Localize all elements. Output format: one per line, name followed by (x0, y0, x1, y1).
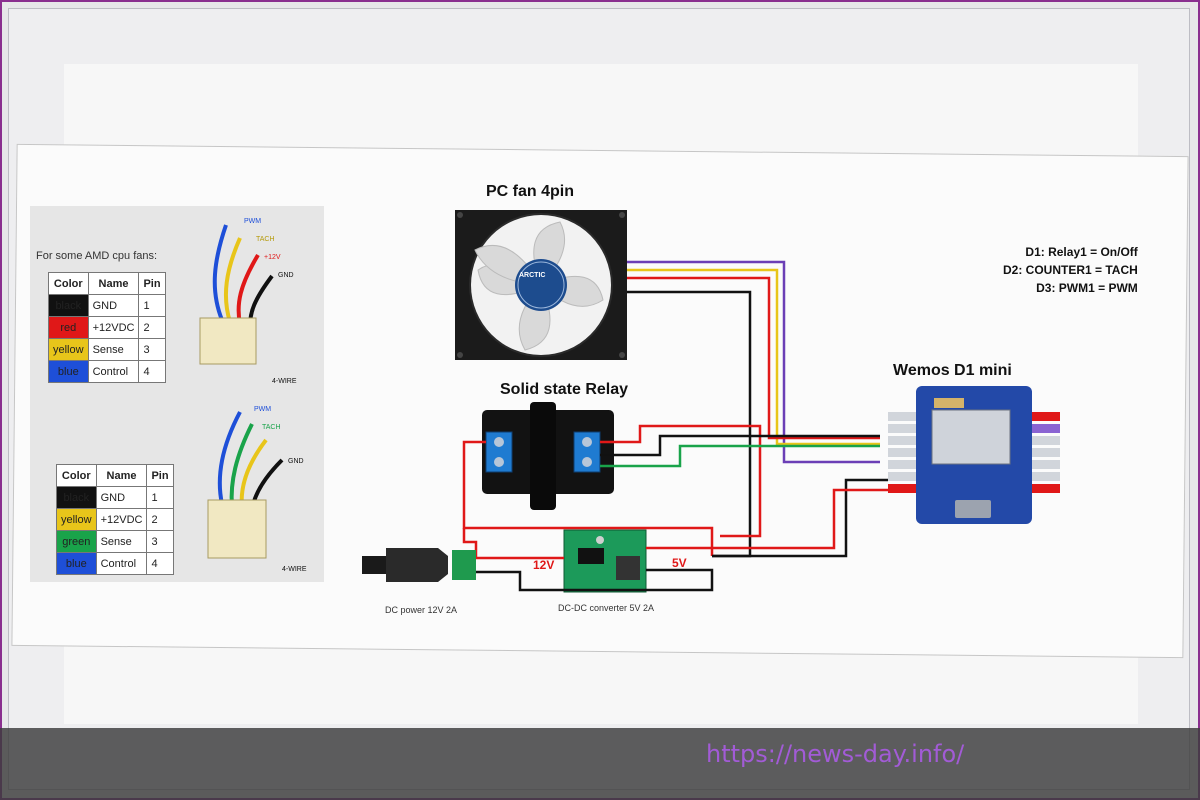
table-row: blue Control 4 (48, 360, 166, 383)
solid-state-relay (482, 402, 614, 510)
name-cell: Control (95, 552, 148, 575)
pin-table-bottom: Color Name Pin black GND 1 yellow +12VDC… (56, 464, 174, 575)
name-cell: +12VDC (95, 508, 148, 531)
wire2-pwm-label: PWM (254, 406, 272, 413)
pin-cell: 4 (138, 360, 166, 383)
pin-cell: 3 (138, 338, 166, 361)
wemos-title: Wemos D1 mini (893, 362, 1012, 379)
pin-cell: 2 (146, 508, 174, 531)
fan-connector-bottom (207, 411, 284, 559)
relay-title: Solid state Relay (500, 381, 629, 398)
fan-signal-wires (627, 260, 880, 558)
source-link[interactable]: https://news-day.info/ (706, 740, 965, 768)
pin-table-top: Color Name Pin black GND 1 red +12VDC 2 … (48, 272, 166, 383)
pin-cell: 1 (138, 294, 166, 317)
power-wires (462, 528, 714, 592)
color-cell: black (48, 294, 89, 317)
5v-label: 5V (672, 556, 687, 570)
wire-type-top: 4-WIRE (272, 378, 297, 385)
color-cell: blue (56, 552, 97, 575)
color-cell: black (56, 486, 97, 509)
legend-line-1: D1: Relay1 = On/Off (1025, 245, 1138, 259)
fan-hub (515, 259, 567, 311)
col-color: Color (48, 272, 89, 295)
wire-pwm-label: PWM (244, 218, 262, 225)
name-cell: GND (95, 486, 148, 509)
wire-gnd-label: GND (278, 272, 294, 279)
table-row: blue Control 4 (56, 552, 174, 575)
wire-tach-label: TACH (256, 236, 275, 243)
fan-connector-top (199, 224, 274, 365)
dc-power-jack (362, 548, 476, 582)
wemos-d1-mini (888, 386, 1060, 524)
name-cell: Control (87, 360, 140, 383)
wire2-gnd-label: GND (288, 458, 304, 465)
col-pin: Pin (138, 272, 166, 295)
name-cell: Sense (95, 530, 148, 553)
wemos-power-wires (712, 478, 888, 558)
12v-label: 12V (533, 558, 555, 572)
dc-power-label: DC power 12V 2A (385, 605, 458, 615)
legend-line-2: D2: COUNTER1 = TACH (1003, 263, 1138, 277)
color-cell: blue (48, 360, 89, 383)
table-row: red +12VDC 2 (48, 316, 166, 339)
pin-cell: 1 (146, 486, 174, 509)
amd-note: For some AMD cpu fans: (36, 250, 158, 262)
col-name: Name (95, 464, 148, 487)
pin-legend: D1: Relay1 = On/Off D2: COUNTER1 = TACH … (1003, 243, 1138, 297)
wire-12v-label: +12V (264, 254, 281, 261)
wire-type-bottom: 4-WIRE (282, 566, 307, 573)
col-color: Color (56, 464, 97, 487)
dc-dc-converter (563, 529, 647, 593)
col-name: Name (87, 272, 140, 295)
wire2-tach-label: TACH (262, 424, 281, 431)
pin-cell: 2 (138, 316, 166, 339)
fan-brand-label: ARCTIC (519, 272, 546, 279)
table-row: black GND 1 (48, 294, 166, 317)
dcdc-label: DC-DC converter 5V 2A (558, 603, 655, 613)
table-row: green Sense 3 (56, 530, 174, 553)
legend-line-3: D3: PWM1 = PWM (1036, 281, 1138, 295)
name-cell: GND (87, 294, 140, 317)
color-cell: red (48, 316, 89, 339)
name-cell: Sense (87, 338, 140, 361)
footer-bar (0, 728, 1200, 800)
pin-cell: 4 (146, 552, 174, 575)
color-cell: green (56, 530, 97, 553)
name-cell: +12VDC (87, 316, 140, 339)
col-pin: Pin (146, 464, 174, 487)
table-row: yellow Sense 3 (48, 338, 166, 361)
fan-title: PC fan 4pin (486, 183, 575, 200)
pin-cell: 3 (146, 530, 174, 553)
table-row: yellow +12VDC 2 (56, 508, 174, 531)
pc-fan (455, 210, 627, 360)
color-cell: yellow (48, 338, 89, 361)
table-row: black GND 1 (56, 486, 174, 509)
color-cell: yellow (56, 508, 97, 531)
